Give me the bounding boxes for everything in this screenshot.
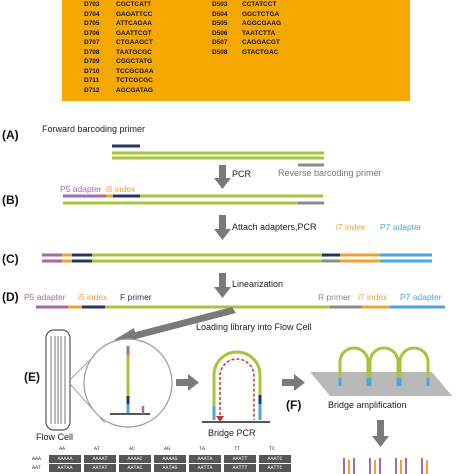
table-header-cell: TA xyxy=(199,446,206,452)
step-b-strands xyxy=(63,194,324,205)
index-table-cell: CAGGACGT xyxy=(242,39,280,46)
arrow-pcr xyxy=(214,165,231,189)
clusters xyxy=(343,458,428,474)
index-table-cell: TAATGCGC xyxy=(116,48,152,56)
index-table-cell: GAATTCGT xyxy=(116,29,152,37)
step-c-strands xyxy=(42,253,432,263)
flow-cell xyxy=(45,329,106,431)
index-table-cell: CGGCTATG xyxy=(116,58,153,65)
step-f-label: (F) xyxy=(286,398,302,412)
index-table-cell: D704 xyxy=(84,10,100,18)
i5-index-label-d: i5 index xyxy=(78,292,108,302)
step-b-label: (B) xyxy=(2,193,19,207)
index-table-cell: ATTCAGAA xyxy=(116,20,152,27)
step-c-label: (C) xyxy=(2,252,19,266)
step-a-label: (A) xyxy=(2,128,19,142)
table-row-head: AAA xyxy=(32,456,42,462)
magnified-view xyxy=(83,338,173,428)
p7-adapter-label-c: P7 adapter xyxy=(380,222,422,232)
index-table-cell: TCCGCGAA xyxy=(116,67,154,75)
index-table-cell: AGGCGAAG xyxy=(242,20,281,27)
table-cell: AAAAT xyxy=(84,455,116,463)
bridge-pcr-label: Bridge PCR xyxy=(208,428,256,438)
arrow-to-clusters xyxy=(372,420,389,447)
p5-adapter-label-d: P5 adapter xyxy=(24,292,66,302)
table-cell: AAAAC xyxy=(119,455,151,463)
index-table-cell: GTACTGAC xyxy=(242,48,279,56)
table-header-cell: AA xyxy=(59,446,66,452)
index-table-cell: D508 xyxy=(212,48,228,56)
index-table-cell: D705 xyxy=(84,20,100,27)
index-table-cell: GGCTCTGA xyxy=(242,10,280,18)
table-cell: AATAT xyxy=(84,464,116,472)
loading-label: Loading library into Flow Cell xyxy=(196,322,312,332)
table-cell: AATAC xyxy=(119,464,151,472)
index-table-cell: D707 xyxy=(84,39,100,46)
i5-index-label-b: i5 index xyxy=(106,184,136,194)
index-table-cell: D507 xyxy=(212,39,228,46)
table-header-cell: AT xyxy=(94,446,101,452)
table-cell: AATTA xyxy=(189,464,221,472)
p7-adapter-label-d: P7 adapter xyxy=(400,292,442,302)
index-table-cell: TCTCGCGC xyxy=(116,77,153,84)
table-cell: AAATA xyxy=(189,455,221,463)
index-table-cell: D712 xyxy=(84,86,100,94)
index-table-cell: CCTATCCT xyxy=(242,1,277,8)
index-table-cell: GAGATTCC xyxy=(116,10,153,18)
index-table-cell: D503 xyxy=(212,1,228,8)
step-e-label: (E) xyxy=(24,370,40,384)
table-header-cell: AG xyxy=(164,446,171,452)
table-cell: AAATC xyxy=(259,455,291,463)
index-table-cell: D708 xyxy=(84,48,100,56)
i7-index-label-d: i7 index xyxy=(358,292,388,302)
f-primer-label: F primer xyxy=(120,292,152,302)
index-table-cell: D506 xyxy=(212,29,228,37)
step-a-strands xyxy=(112,144,324,167)
amplification-platform xyxy=(310,346,452,396)
table-row-head: AAT xyxy=(32,465,42,471)
index-table-cell: D504 xyxy=(212,10,228,18)
table-header-cell: AC xyxy=(129,446,136,452)
pcr-label: PCR xyxy=(232,169,252,179)
table-cell: AAATT xyxy=(224,455,256,463)
step-d-label: (D) xyxy=(2,290,19,304)
arrow-to-bridge xyxy=(176,374,199,391)
index-table-cell: D710 xyxy=(84,67,100,75)
bridge-amplification-label: Bridge amplification xyxy=(328,400,407,410)
attach-adapters-label: Attach adapters,PCR xyxy=(232,222,317,232)
index-table-cell: CGCTCATT xyxy=(116,1,152,8)
index-table-cell: CTGAAGCT xyxy=(116,39,153,46)
table-cell: AATTT xyxy=(224,464,256,472)
arrow-to-amplification xyxy=(282,374,305,391)
index-table-cell: D703 xyxy=(84,1,100,8)
table-header-cell: TC xyxy=(269,446,276,452)
bridge-pcr-graphic xyxy=(202,350,270,423)
table-cell: AAAAG xyxy=(154,455,186,463)
index-table-cell: TAATCTTA xyxy=(242,29,276,37)
index-table-cell: D706 xyxy=(84,29,100,37)
index-sequence-table: D703 CGCTCATT D503 CCTATCCT D704 GAGATTCC D504… xyxy=(62,0,410,101)
table-cell: AATAG xyxy=(154,464,186,472)
arrow-attach xyxy=(214,215,231,240)
reverse-primer-label: Reverse barcoding primer xyxy=(278,168,382,178)
arrow-linearization xyxy=(214,273,231,298)
i7-index-label-c: i7 index xyxy=(336,222,366,232)
table-cell: AATTC xyxy=(259,464,291,472)
r-primer-label: R primer xyxy=(318,292,351,302)
table-cell: AATAA xyxy=(49,464,81,472)
linearization-label: Linearization xyxy=(232,279,284,289)
index-table-cell: D711 xyxy=(84,77,100,84)
forward-primer-label: Forward barcoding primer xyxy=(42,124,146,134)
index-table-cell: D505 xyxy=(212,20,228,27)
index-table-cell: AGCGATAG xyxy=(116,86,153,94)
index-table-cell: D709 xyxy=(84,58,100,65)
table-cell: AAAAA xyxy=(49,455,81,463)
table-header-cell: TT xyxy=(234,446,241,452)
flow-cell-label: Flow Cell xyxy=(36,432,74,442)
p5-adapter-label-b: P5 adapter xyxy=(60,184,102,194)
